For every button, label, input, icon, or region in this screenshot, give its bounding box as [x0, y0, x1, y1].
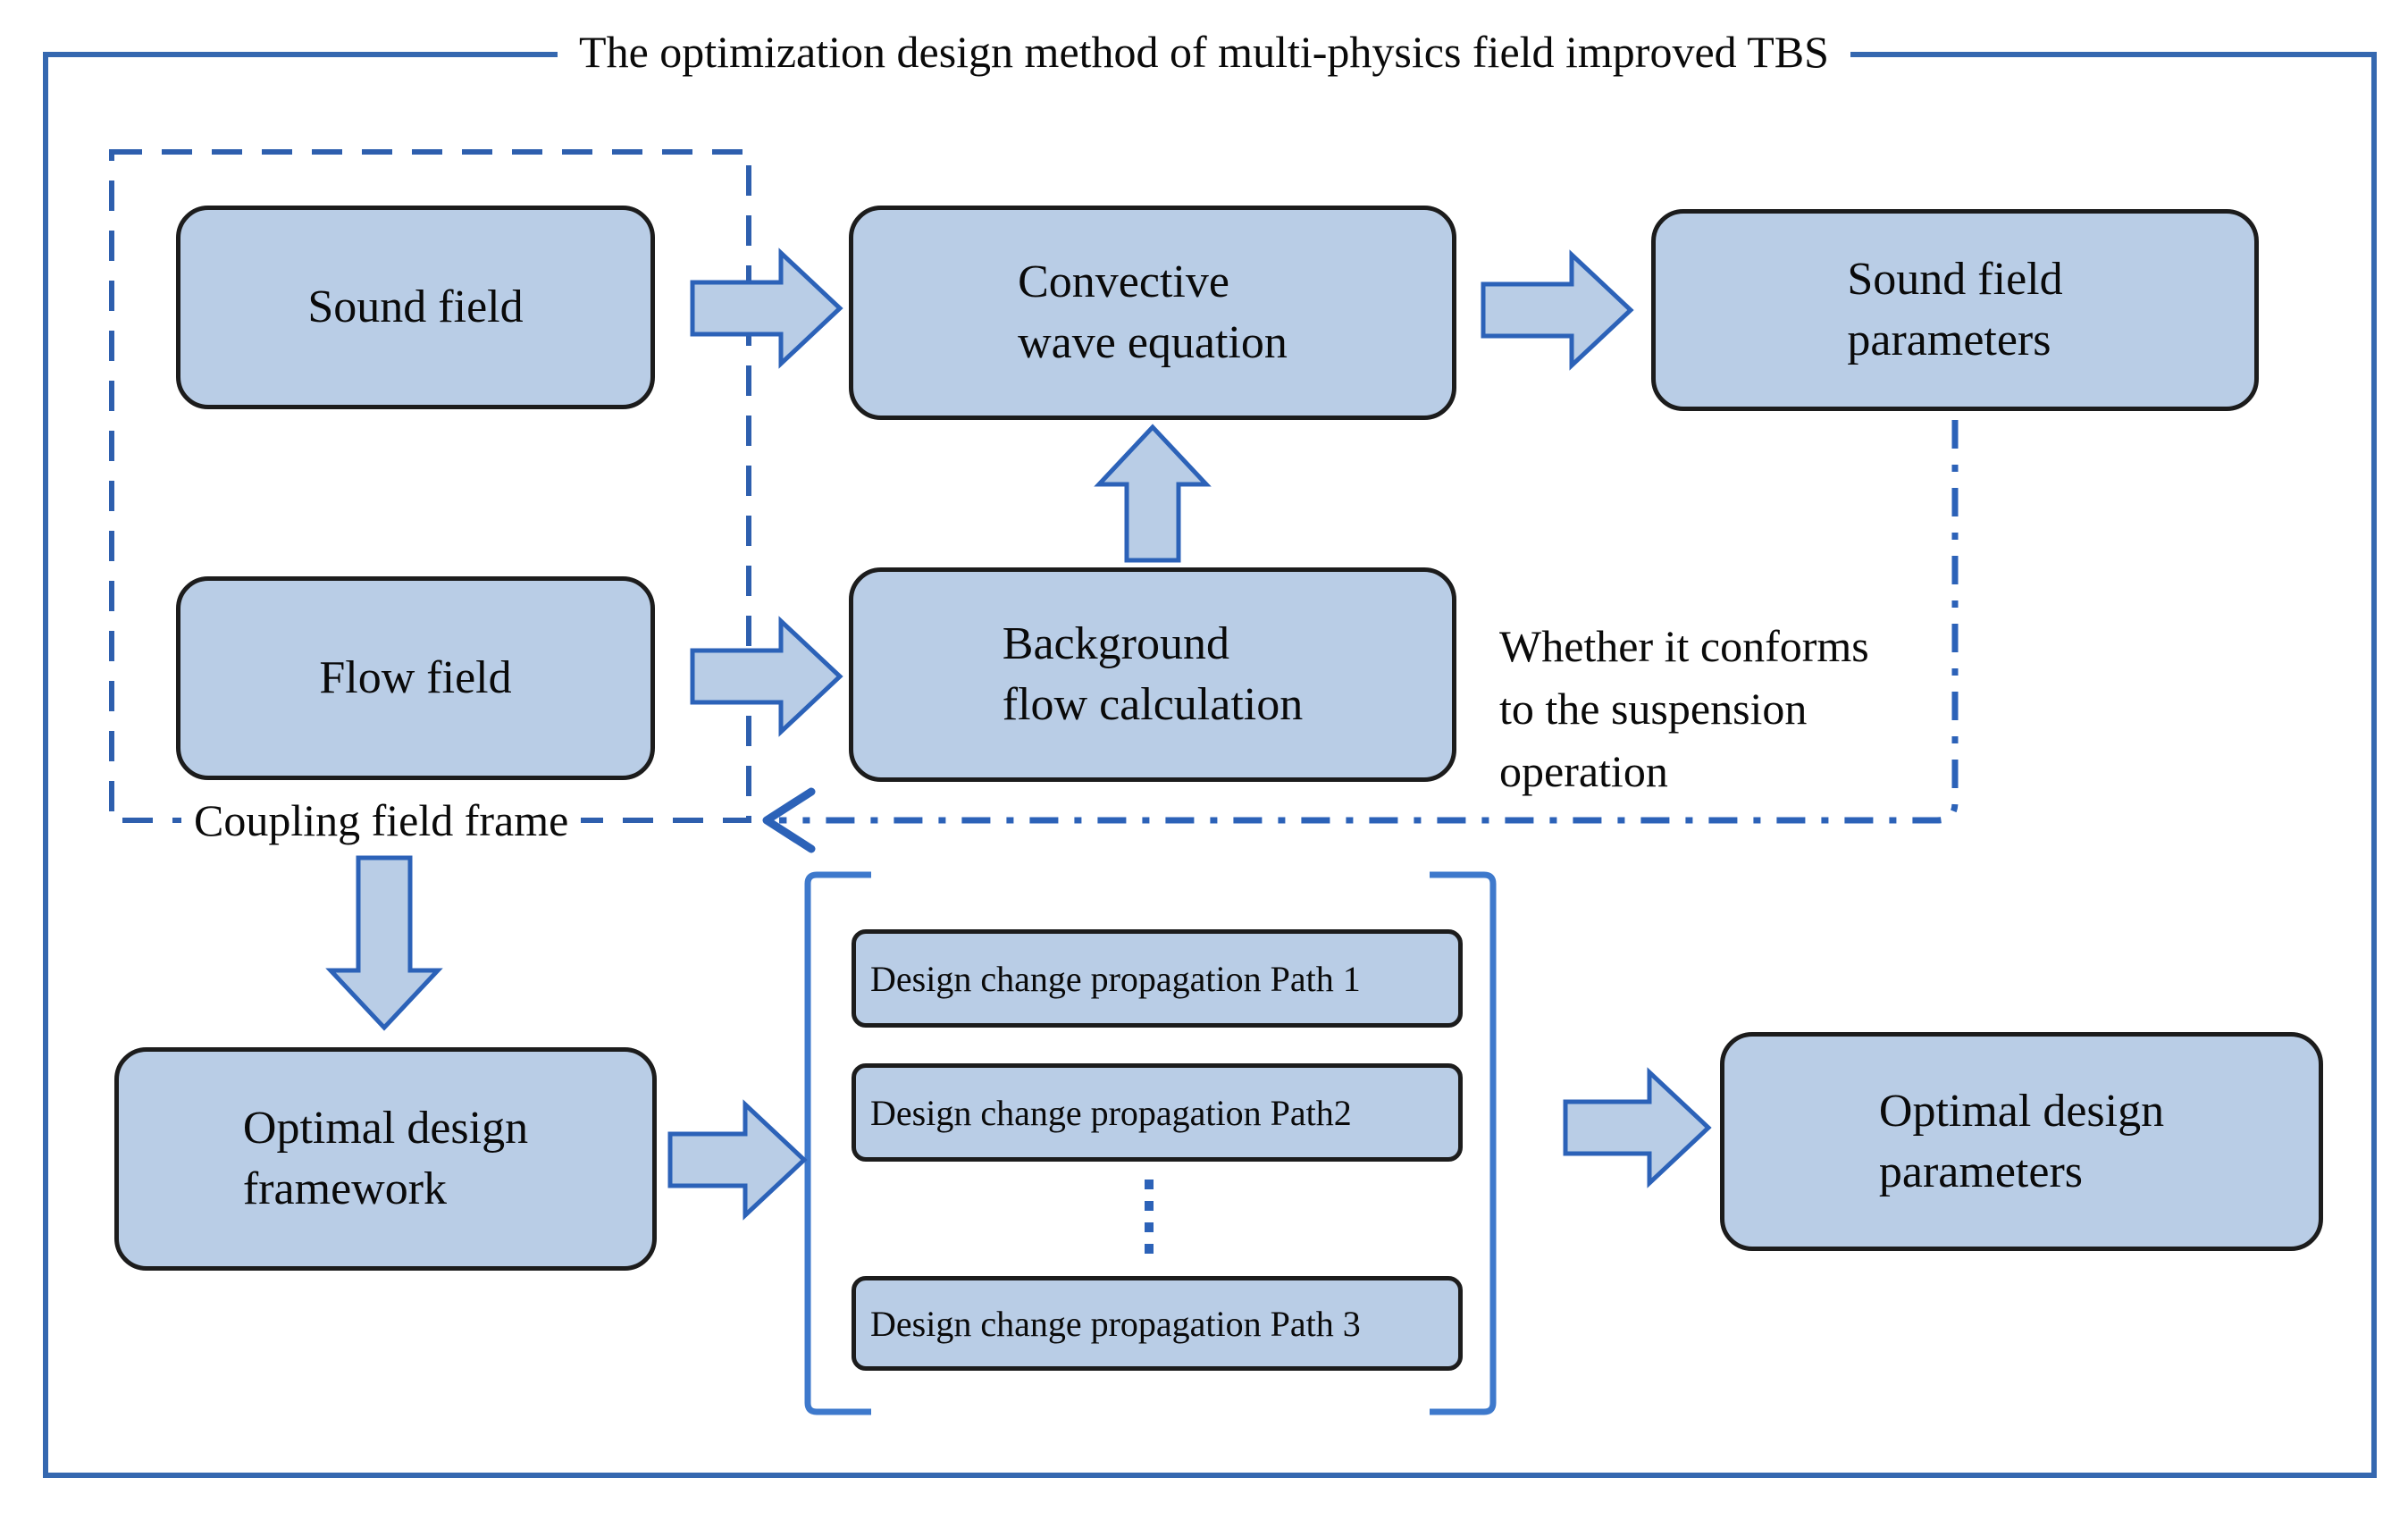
- node-sound-field-label: Sound field: [307, 281, 524, 332]
- node-convective-line1: Convective: [1018, 256, 1229, 307]
- node-convective-line2: wave equation: [1018, 317, 1288, 368]
- propagation-path-1-label: Design change propagation Path 1: [870, 958, 1361, 999]
- block-arrow-right-paths-to-parameters-icon: [1563, 1067, 1712, 1188]
- condition-line3: operation: [1499, 746, 1668, 796]
- left-bracket: [804, 871, 871, 1415]
- propagation-path-2-label: Design change propagation Path2: [870, 1092, 1352, 1133]
- node-sound-params-line2: parameters: [1847, 315, 2051, 365]
- node-framework-line1: Optimal design: [242, 1103, 529, 1154]
- node-optimal-design-framework: Optimal design framework: [114, 1047, 657, 1271]
- block-arrow-right-convective-to-parameters-icon: [1481, 249, 1634, 371]
- node-flow-field: Flow field: [176, 576, 655, 780]
- diagram-title: The optimization design method of multi-…: [0, 23, 2408, 80]
- node-background-line2: flow calculation: [1002, 679, 1304, 730]
- diagram-title-text: The optimization design method of multi-…: [558, 27, 1850, 77]
- node-propagation-path-2: Design change propagation Path2: [852, 1063, 1463, 1162]
- node-optimal-params-line1: Optimal design: [1878, 1085, 2165, 1137]
- block-arrow-right-framework-to-paths-icon: [667, 1099, 808, 1221]
- node-framework-line2: framework: [242, 1163, 448, 1214]
- block-arrow-right-sound-to-convective-icon: [690, 248, 843, 369]
- node-background-flow-calculation: Background flow calculation: [849, 567, 1456, 782]
- node-propagation-path-1: Design change propagation Path 1: [852, 929, 1463, 1028]
- condition-line1: Whether it conforms: [1499, 621, 1869, 671]
- condition-line2: to the suspension: [1499, 684, 1808, 734]
- node-sound-field-parameters: Sound field parameters: [1651, 209, 2259, 411]
- right-bracket: [1430, 871, 1497, 1415]
- node-propagation-path-3: Design change propagation Path 3: [852, 1276, 1463, 1371]
- propagation-path-3-label: Design change propagation Path 3: [870, 1303, 1361, 1344]
- node-sound-params-line1: Sound field: [1847, 254, 2063, 305]
- block-arrow-down-frame-to-framework-icon: [325, 855, 443, 1031]
- node-background-line1: Background: [1002, 618, 1229, 669]
- block-arrow-up-background-to-convective-icon: [1094, 424, 1212, 563]
- feedback-arrowhead-icon: [762, 787, 816, 853]
- coupling-field-frame-label: Coupling field frame: [181, 788, 582, 852]
- node-flow-field-label: Flow field: [319, 652, 512, 703]
- feedback-dashdot-line: [779, 420, 1959, 824]
- vertical-ellipsis-dots-icon: [1145, 1180, 1154, 1265]
- block-arrow-right-flow-to-background-icon: [690, 616, 843, 737]
- node-convective-wave-equation: Convective wave equation: [849, 206, 1456, 420]
- node-optimal-params-line2: parameters: [1878, 1146, 2083, 1197]
- node-sound-field: Sound field: [176, 206, 655, 409]
- condition-annotation: Whether it conforms to the suspension op…: [1499, 615, 1869, 802]
- node-optimal-design-parameters: Optimal design parameters: [1720, 1032, 2323, 1251]
